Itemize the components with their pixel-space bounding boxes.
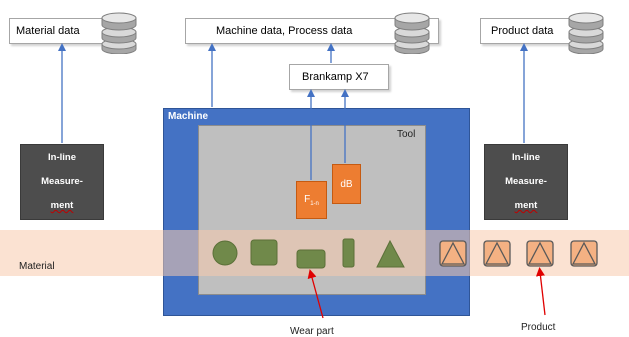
machine-label: Machine bbox=[168, 111, 209, 122]
product-pointer-arrow bbox=[535, 267, 546, 316]
measurement-line-1: In-line bbox=[512, 152, 540, 163]
force-sensor-label: F1-n bbox=[304, 193, 319, 207]
measurement-line-3: ment bbox=[514, 200, 538, 211]
machine-process-data-label: Machine data, Process data bbox=[216, 25, 353, 37]
product-icon bbox=[439, 240, 467, 267]
measurement-line-1: In-line bbox=[48, 152, 76, 163]
database-icon bbox=[568, 12, 604, 54]
product-data-box: Product data bbox=[480, 18, 584, 44]
measurement-line-2: Measure- bbox=[41, 176, 83, 187]
database-icon bbox=[394, 12, 430, 54]
brankamp-box: Brankamp X7 bbox=[289, 64, 389, 90]
wear-part-caption: Wear part bbox=[290, 326, 334, 337]
inline-measurement-right: In-line Measure- ment bbox=[484, 144, 568, 220]
brankamp-label: Brankamp X7 bbox=[302, 71, 369, 83]
wear-part-circle-icon bbox=[212, 240, 238, 266]
material-label: Material bbox=[19, 261, 55, 272]
material-data-box: Material data bbox=[9, 18, 109, 44]
wear-part-triangle-icon bbox=[376, 239, 405, 268]
wear-part-square-icon bbox=[250, 239, 278, 266]
tool-label: Tool bbox=[397, 129, 416, 140]
product-caption: Product bbox=[521, 322, 556, 333]
product-data-label: Product data bbox=[491, 25, 554, 37]
product-icon bbox=[570, 240, 598, 267]
wear-part-bar-icon bbox=[342, 238, 355, 268]
product-icon bbox=[483, 240, 511, 267]
sound-sensor-label: dB bbox=[340, 178, 353, 190]
wear-part-rect-icon bbox=[296, 249, 326, 269]
sound-sensor: dB bbox=[332, 164, 361, 204]
measurement-line-2: Measure- bbox=[505, 176, 547, 187]
product-icon bbox=[526, 240, 554, 267]
material-data-label: Material data bbox=[16, 25, 80, 37]
inline-measurement-left: In-line Measure- ment bbox=[20, 144, 104, 220]
force-sensor: F1-n bbox=[296, 181, 327, 219]
database-icon bbox=[101, 12, 137, 54]
wear-part-pointer-arrow bbox=[307, 269, 324, 319]
measurement-line-3: ment bbox=[50, 200, 74, 211]
